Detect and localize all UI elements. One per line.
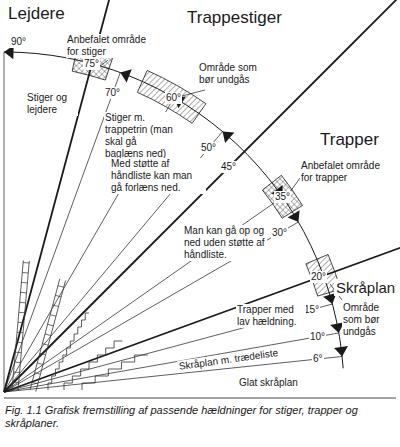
- note: Anbefalet område for stiger: [66, 34, 150, 58]
- leader-line: [182, 90, 205, 96]
- zone-note: Trapper med lav hældning.: [236, 304, 306, 328]
- ladder-rung: [17, 332, 23, 334]
- arc-arrowhead: [334, 346, 348, 356]
- ladder-rung: [13, 382, 19, 384]
- stair-profile: [82, 355, 148, 390]
- angle-value: 90°: [10, 36, 27, 48]
- ladder-rung: [50, 315, 56, 317]
- ladder-rung: [22, 272, 28, 274]
- arc-arrowhead: [120, 69, 131, 82]
- note: Område som bør undgås: [342, 302, 398, 338]
- zone-boundary: [4, 153, 400, 392]
- ladder-rung: [58, 286, 64, 288]
- zone-boundary: [4, 0, 185, 392]
- ladder-rung: [42, 344, 48, 346]
- ladder-rung: [48, 324, 54, 326]
- angle-ray: [4, 73, 120, 392]
- note: Område som bør undgås: [198, 62, 270, 86]
- ladder-rung: [40, 353, 46, 355]
- zone-boundary: [4, 0, 400, 392]
- angle-value: 70°: [104, 87, 121, 99]
- angle-ray: [4, 197, 283, 392]
- zone-heading: Skråplan: [334, 279, 397, 296]
- zone-heading: Trapper: [318, 130, 381, 149]
- ladder-rung: [45, 334, 51, 336]
- angle-value: 75°: [83, 58, 100, 70]
- angle-ray: [4, 98, 174, 392]
- angle-value: 10°: [309, 331, 326, 343]
- ladder-rail: [12, 260, 23, 390]
- ladder-rail: [18, 261, 29, 391]
- slope-zone: [262, 175, 302, 218]
- arc-arrowhead: [288, 210, 300, 222]
- stair-profile: [48, 313, 89, 390]
- ladder-rung: [14, 362, 20, 364]
- zone-heading: Trappestiger: [185, 8, 284, 27]
- zone-note: Man kan gå op og ned uden støtte af hånd…: [183, 225, 267, 261]
- zone-note: Glat skråplan: [238, 377, 299, 389]
- angle-ray: [4, 52, 5, 392]
- angle-value: 6°: [312, 353, 324, 365]
- ladder-rung: [20, 302, 26, 304]
- ladder-rail: [36, 280, 66, 391]
- zone-note: Med støtte af håndliste kan man gå forlæ…: [110, 158, 206, 194]
- angle-value: 45°: [220, 161, 237, 173]
- zone-note: Skråplan m. trædeliste: [177, 347, 280, 373]
- angle-value: 50°: [200, 142, 217, 154]
- note: Anbefalet område for trapper: [300, 160, 392, 184]
- zone-note: Stiger og lejdere: [26, 92, 78, 116]
- ladder-rung: [19, 312, 25, 314]
- ladder-rung: [18, 322, 24, 324]
- ladder-rung: [53, 305, 59, 307]
- ladder-rung: [15, 352, 21, 354]
- angle-ray: [4, 304, 332, 392]
- ladder-rung: [35, 373, 41, 375]
- zone-note: Stiger m. trappetrin (man skal gå baglæn…: [104, 112, 174, 160]
- ladder-rung: [32, 382, 38, 384]
- figure-caption: Fig. 1.1 Grafisk fremstilling af passend…: [4, 404, 396, 430]
- leader-line: [290, 178, 300, 192]
- ladder-rung: [21, 282, 27, 284]
- angle-value: 20°: [310, 271, 327, 283]
- ladder-rung: [21, 292, 27, 294]
- zone-heading: Lejdere: [6, 4, 67, 23]
- angle-value: 30°: [271, 227, 288, 239]
- ladder-rung: [55, 295, 61, 297]
- arc-arrowhead: [223, 132, 235, 143]
- caption-rule: [4, 398, 396, 399]
- ladder-rung: [16, 342, 22, 344]
- ladder-rung: [37, 363, 43, 365]
- ladder-rung: [14, 372, 20, 374]
- ladder-rung: [23, 262, 29, 264]
- angle-value: 35°: [274, 191, 291, 203]
- angle-value: 60°: [165, 92, 182, 104]
